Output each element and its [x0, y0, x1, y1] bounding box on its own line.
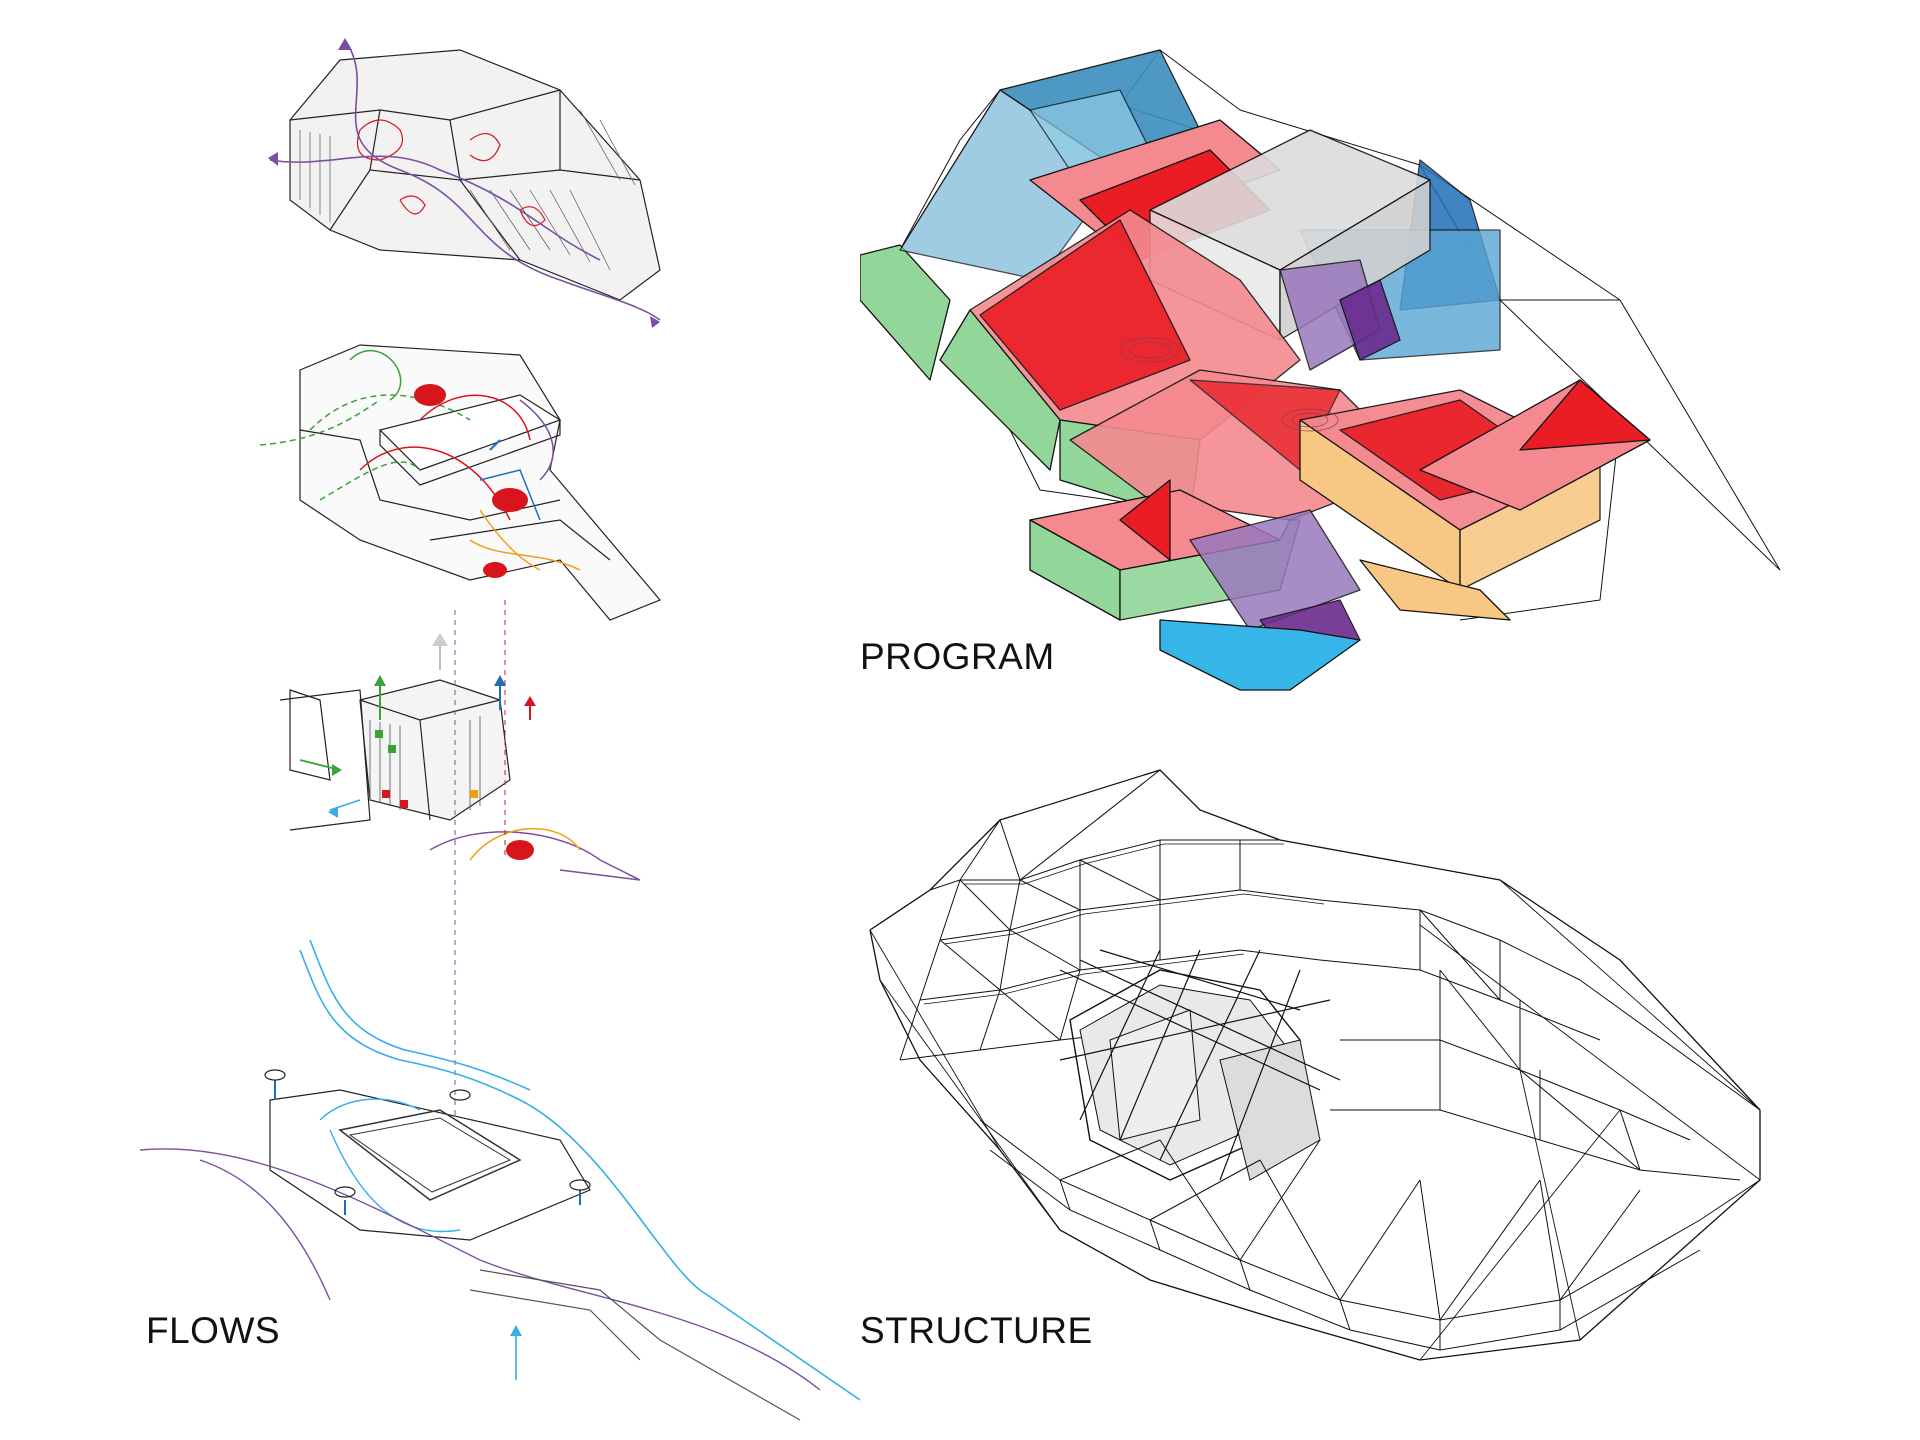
program-panel: PROGRAM: [860, 0, 1920, 720]
core-level-drawing: [279, 600, 641, 1190]
flows-diagram: [139, 38, 860, 1421]
flows-panel: FLOWS: [0, 0, 860, 1440]
flows-label: FLOWS: [146, 1310, 281, 1351]
roof-level-drawing: [268, 38, 661, 328]
structure-panel: STRUCTURE: [860, 760, 1920, 1440]
structure-label: STRUCTURE: [860, 1310, 1093, 1351]
program-label: PROGRAM: [860, 636, 1055, 677]
program-level-drawing: [259, 344, 661, 621]
program-diagram: [860, 49, 1781, 691]
structure-diagram: [869, 769, 1761, 1361]
site-level-drawing: [139, 939, 860, 1421]
